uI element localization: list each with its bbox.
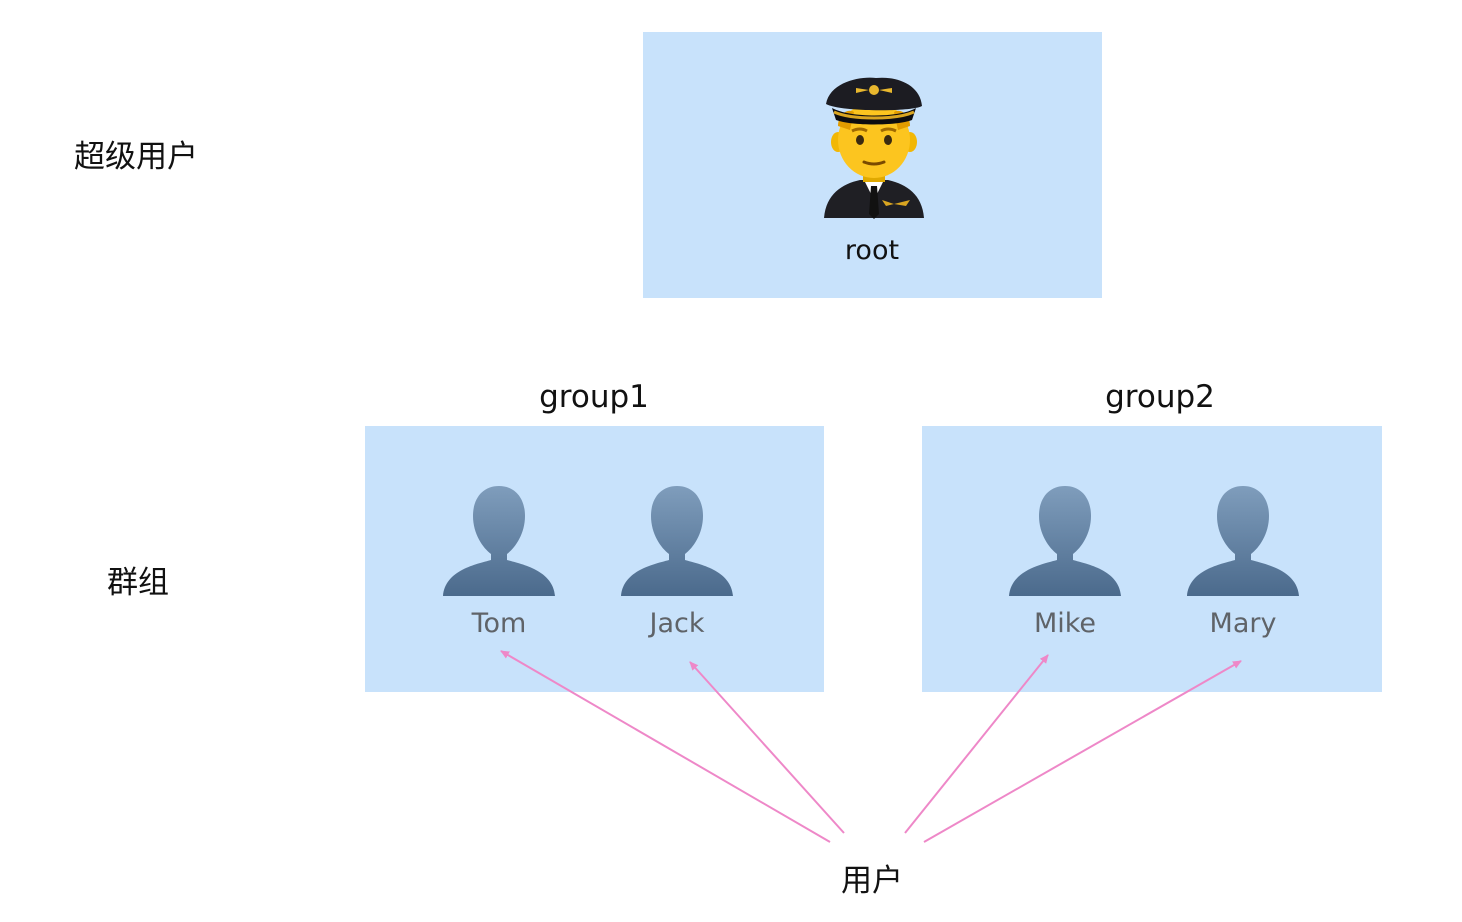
user-mary: Mary xyxy=(1178,486,1308,639)
arrow-to-jack xyxy=(689,661,845,834)
user-silhouette-icon xyxy=(1187,486,1299,596)
group2-title: group2 xyxy=(1105,379,1215,415)
user-mike: Mike xyxy=(1000,486,1130,639)
user-silhouette-icon xyxy=(621,486,733,596)
arrow-to-mike xyxy=(904,654,1049,834)
user-silhouette-icon xyxy=(1009,486,1121,596)
pilot-icon xyxy=(824,77,924,219)
superuser-label: 超级用户 xyxy=(74,139,198,175)
user-tom: Tom xyxy=(434,486,564,639)
group-label: 群组 xyxy=(107,565,169,601)
group1-title: group1 xyxy=(539,379,649,415)
user-name: Tom xyxy=(471,608,527,639)
group2-box xyxy=(922,426,1382,692)
user-name: Mike xyxy=(1033,608,1097,639)
user-label: 用户 xyxy=(841,863,903,899)
root-name: root xyxy=(844,235,900,266)
arrow-to-tom xyxy=(500,650,831,843)
group1-box xyxy=(365,426,824,692)
user-name: Mary xyxy=(1209,608,1277,639)
user-jack: Jack xyxy=(612,486,742,639)
arrow-to-mary xyxy=(923,660,1242,843)
user-silhouette-icon xyxy=(443,486,555,596)
user-name: Jack xyxy=(649,608,705,639)
